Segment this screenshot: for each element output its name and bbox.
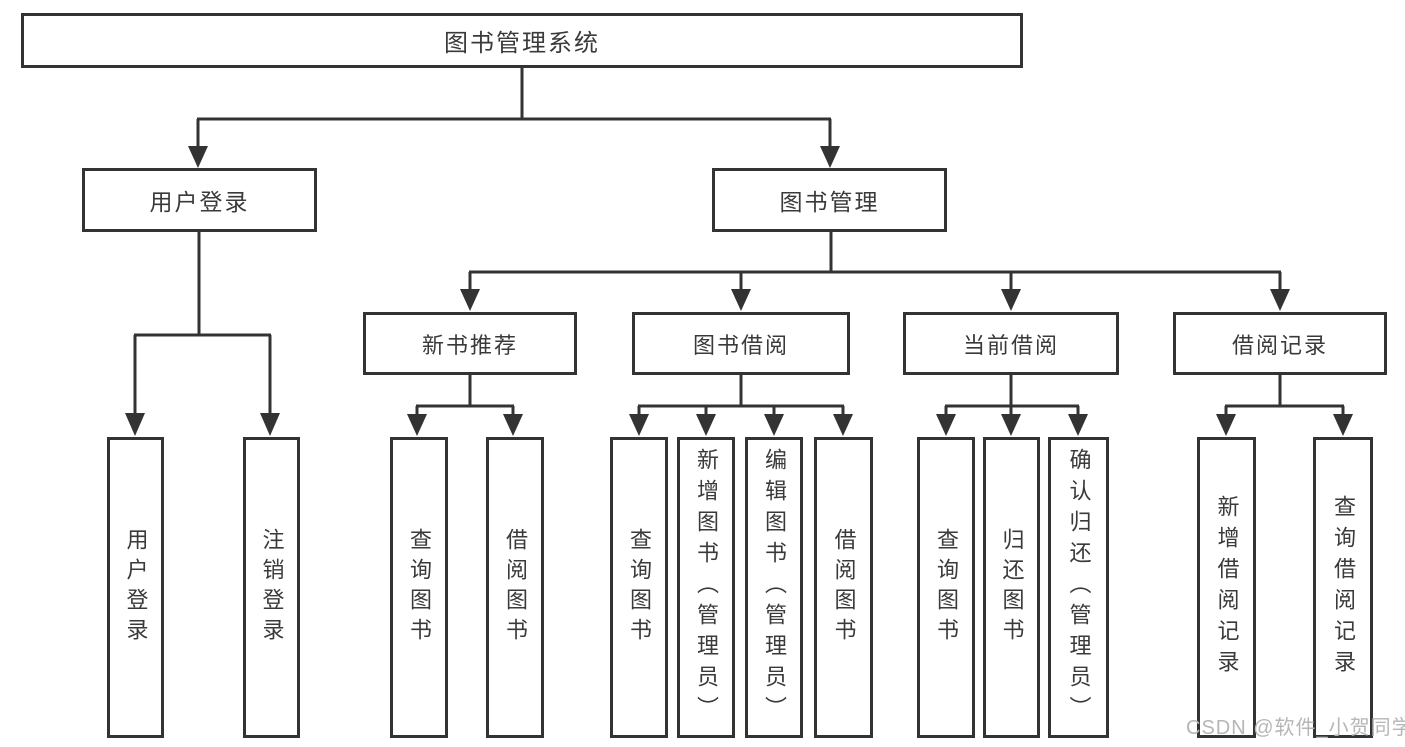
node-book-borrowing: 图书借阅	[632, 312, 850, 375]
leaf-label: 归还图书	[999, 527, 1025, 648]
leaf-logout: 注销登录	[243, 437, 300, 738]
leaf-label: 新增图书（管理员）	[694, 448, 719, 727]
leaf-label: 借阅图书	[503, 527, 528, 648]
node-label: 图书借阅	[692, 332, 789, 358]
leaf-label: 查询借阅记录	[1331, 494, 1356, 681]
connector-records	[1224, 375, 1345, 416]
arrowheads	[125, 146, 1353, 436]
node-borrow-records: 借阅记录	[1173, 312, 1387, 375]
connector-new-books	[415, 375, 515, 416]
leaf-edit-books-admin: 编辑图书（管理员）	[745, 437, 803, 738]
leaf-borrow-books-1: 借阅图书	[486, 437, 544, 738]
leaf-query-books-1: 查询图书	[390, 437, 448, 738]
leaf-add-books-admin: 新增图书（管理员）	[677, 437, 735, 738]
leaf-query-books-2: 查询图书	[610, 437, 668, 738]
csdn-watermark: CSDN @软件_小贺同学	[1186, 717, 1405, 739]
node-label: 借阅记录	[1231, 332, 1328, 358]
leaf-label: 借阅图书	[831, 527, 857, 648]
node-label: 用户登录	[149, 189, 250, 215]
node-current-borrowing: 当前借阅	[903, 312, 1119, 375]
leaf-confirm-return-admin: 确认归还（管理员）	[1048, 437, 1109, 738]
node-label: 当前借阅	[962, 332, 1059, 358]
node-label: 图书管理系统	[444, 30, 600, 57]
node-system-root: 图书管理系统	[21, 13, 1023, 68]
leaf-label: 注销登录	[259, 527, 285, 648]
connector-borrow	[637, 375, 845, 416]
node-label: 图书管理	[779, 189, 880, 215]
node-label: 新书推荐	[421, 332, 518, 358]
leaf-query-books-3: 查询图书	[917, 437, 975, 738]
leaf-user-login: 用户登录	[107, 437, 164, 738]
leaf-label: 新增借阅记录	[1214, 494, 1240, 681]
node-user-login: 用户登录	[82, 168, 317, 232]
leaf-label: 查询图书	[934, 527, 959, 648]
leaf-label: 查询图书	[627, 527, 652, 648]
leaf-borrow-books-2: 借阅图书	[814, 437, 873, 738]
connector-root	[196, 68, 832, 148]
leaf-label: 编辑图书（管理员）	[762, 448, 787, 727]
connector-book-mgmt	[468, 232, 1282, 291]
connector-user-login	[133, 232, 272, 415]
leaf-label: 用户登录	[123, 527, 149, 648]
connector-current	[944, 375, 1080, 416]
node-book-management: 图书管理	[712, 168, 947, 232]
leaf-label: 确认归还（管理员）	[1066, 448, 1092, 727]
leaf-return-books: 归还图书	[983, 437, 1040, 738]
leaf-add-borrow-record: 新增借阅记录	[1197, 437, 1256, 738]
node-new-book-recommend: 新书推荐	[363, 312, 577, 375]
leaf-query-borrow-record: 查询借阅记录	[1313, 437, 1373, 738]
leaf-label: 查询图书	[407, 527, 432, 648]
